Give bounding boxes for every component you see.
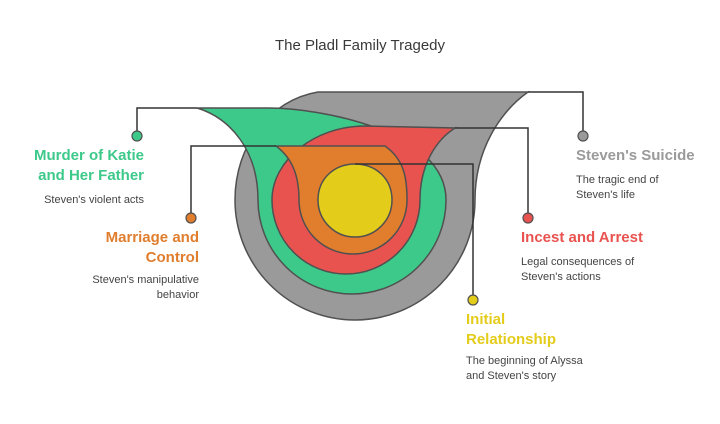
marriage-desc-line-2: behavior <box>156 289 199 301</box>
marriage-desc-line-1: Steven's manipulative <box>92 274 199 286</box>
diagram-title: The Pladl Family Tragedy <box>274 37 446 54</box>
initial-core-shape <box>317 163 393 238</box>
incest-dot <box>522 212 534 224</box>
suicide-desc-line-2: Steven's life <box>576 189 635 201</box>
murder-title-line-1: Murder of Katie <box>33 147 144 164</box>
initial-desc-line-2: and Steven's story <box>466 370 557 382</box>
initial-leader-line <box>355 163 474 300</box>
suicide-dot <box>577 130 589 142</box>
incest-desc-line-1: Legal consequences of <box>521 256 635 268</box>
incest-label: Incest and Arrest <box>521 228 711 248</box>
marriage-title-line-1: Marriage and <box>105 229 199 246</box>
murder-dot <box>131 130 143 142</box>
marriage-title-line-2: Control <box>145 249 199 266</box>
murder-desc-line-1: Steven's violent acts <box>44 194 144 206</box>
initial-description: The beginning of Alyssa and Steven's sto… <box>466 354 666 384</box>
initial-title-line-2: Relationship <box>466 331 557 348</box>
marriage-label: Marriage and Control <box>60 228 199 268</box>
incest-leader-line <box>455 127 529 217</box>
incest-title-line-1: Incest and Arrest <box>521 229 643 246</box>
marriage-description: Steven's manipulative behavior <box>60 273 199 303</box>
murder-leader-line <box>136 107 197 134</box>
initial-label: Initial Relationship <box>466 310 666 350</box>
suicide-title-line-1: Steven's Suicide <box>576 147 695 164</box>
initial-dot <box>467 294 479 306</box>
suicide-description: The tragic end of Steven's life <box>576 173 716 203</box>
suicide-label: Steven's Suicide <box>576 146 716 166</box>
suicide-desc-line-1: The tragic end of <box>576 174 659 186</box>
murder-description: Steven's violent acts <box>14 193 144 208</box>
initial-title-line-1: Initial <box>466 311 506 328</box>
initial-desc-line-1: The beginning of Alyssa <box>466 355 583 367</box>
marriage-dot <box>185 212 197 224</box>
incest-desc-line-2: Steven's actions <box>521 271 601 283</box>
incest-description: Legal consequences of Steven's actions <box>521 255 711 285</box>
marriage-leader-line <box>190 145 276 217</box>
murder-label: Murder of Katie and Her Father <box>14 146 144 186</box>
murder-title-line-2: and Her Father <box>38 167 144 184</box>
suicide-leader-line <box>528 91 584 134</box>
